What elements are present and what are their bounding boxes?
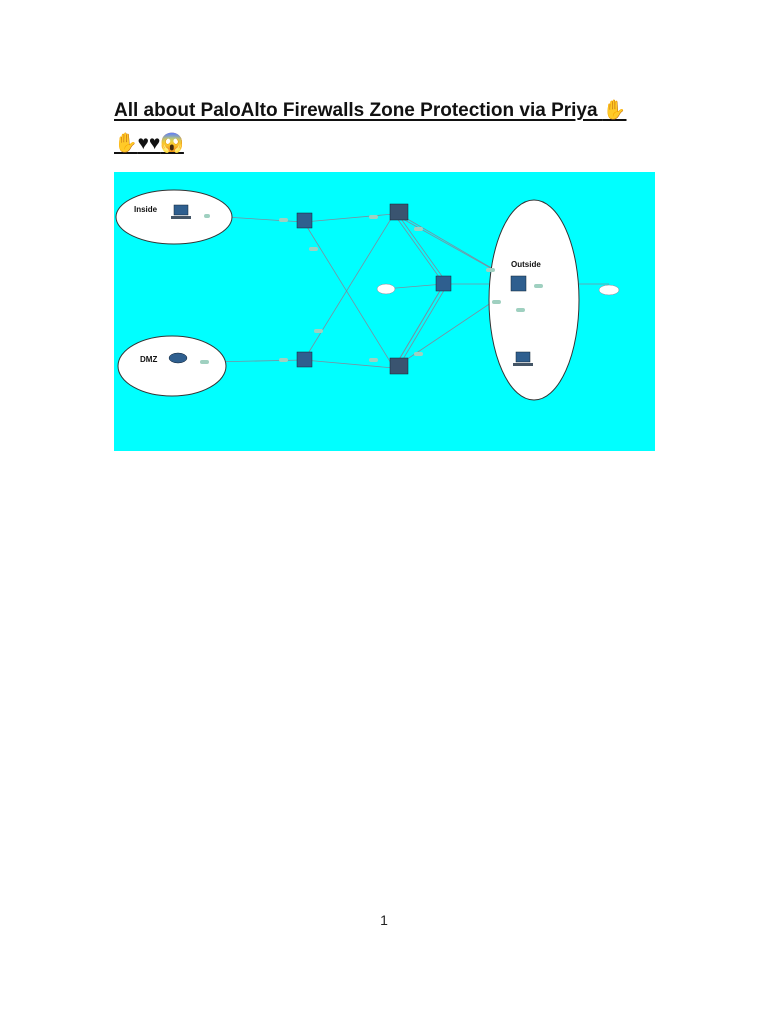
hand-icon: ✋ <box>114 133 138 154</box>
dmz-switch <box>296 351 313 368</box>
dmz-zone-label: DMZ <box>140 355 157 364</box>
link-port <box>279 218 288 222</box>
switch-icon <box>296 351 313 368</box>
switch-icon <box>435 275 452 292</box>
router-icon <box>168 352 188 364</box>
link-port <box>369 358 378 362</box>
link <box>303 213 395 361</box>
link <box>393 283 445 369</box>
outside-host <box>513 351 533 366</box>
core-switch <box>435 275 452 292</box>
link <box>303 359 395 369</box>
link-port <box>516 308 525 312</box>
link <box>303 221 395 369</box>
link-port <box>200 360 209 364</box>
link-port <box>204 214 210 218</box>
link-port <box>492 300 501 304</box>
link-port <box>534 284 543 288</box>
inside-zone-label: Inside <box>134 205 158 214</box>
network-diagram: Inside DMZ Outside <box>114 172 655 451</box>
firewall-2 <box>389 357 409 375</box>
heart-icon: ♥♥ <box>137 133 161 154</box>
network-diagram-svg: Inside DMZ Outside <box>115 189 620 401</box>
link-port <box>486 268 495 272</box>
computer-icon <box>515 351 531 363</box>
link-port <box>279 358 288 362</box>
page-number: 1 <box>380 912 388 928</box>
link <box>393 213 445 285</box>
computer-icon <box>173 204 189 216</box>
keyboard-icon <box>513 363 533 366</box>
link <box>303 213 395 223</box>
link-port <box>309 247 318 251</box>
hand-icon: ✋ <box>602 100 627 121</box>
keyboard-icon <box>171 216 191 219</box>
link <box>398 281 450 367</box>
inside-host <box>171 204 210 219</box>
title-emojis: ✋ ✋♥♥😱 <box>114 100 627 154</box>
title-text: All about PaloAlto Firewalls Zone Protec… <box>114 100 598 121</box>
firewall-icon <box>389 357 409 375</box>
switch-icon <box>510 275 527 292</box>
document-title: All about PaloAlto Firewalls Zone Protec… <box>114 94 644 160</box>
switch-icon <box>296 212 313 229</box>
link-port <box>414 352 423 356</box>
outside-zone <box>488 199 580 401</box>
link-port <box>369 215 378 219</box>
outside-switch <box>510 275 527 292</box>
link-ports <box>279 215 543 362</box>
inside-switch <box>296 212 313 229</box>
dmz-zone <box>117 335 227 397</box>
dmz-router <box>168 352 209 364</box>
internet-cloud-icon <box>598 284 620 296</box>
link <box>398 215 450 287</box>
firewall-icon <box>389 203 409 221</box>
cloud-icon <box>376 283 396 295</box>
link-port <box>414 227 423 231</box>
scream-face-icon: 😱 <box>160 133 184 154</box>
firewall-1 <box>389 203 409 221</box>
outside-zone-label: Outside <box>511 260 541 269</box>
link-port <box>314 329 323 333</box>
